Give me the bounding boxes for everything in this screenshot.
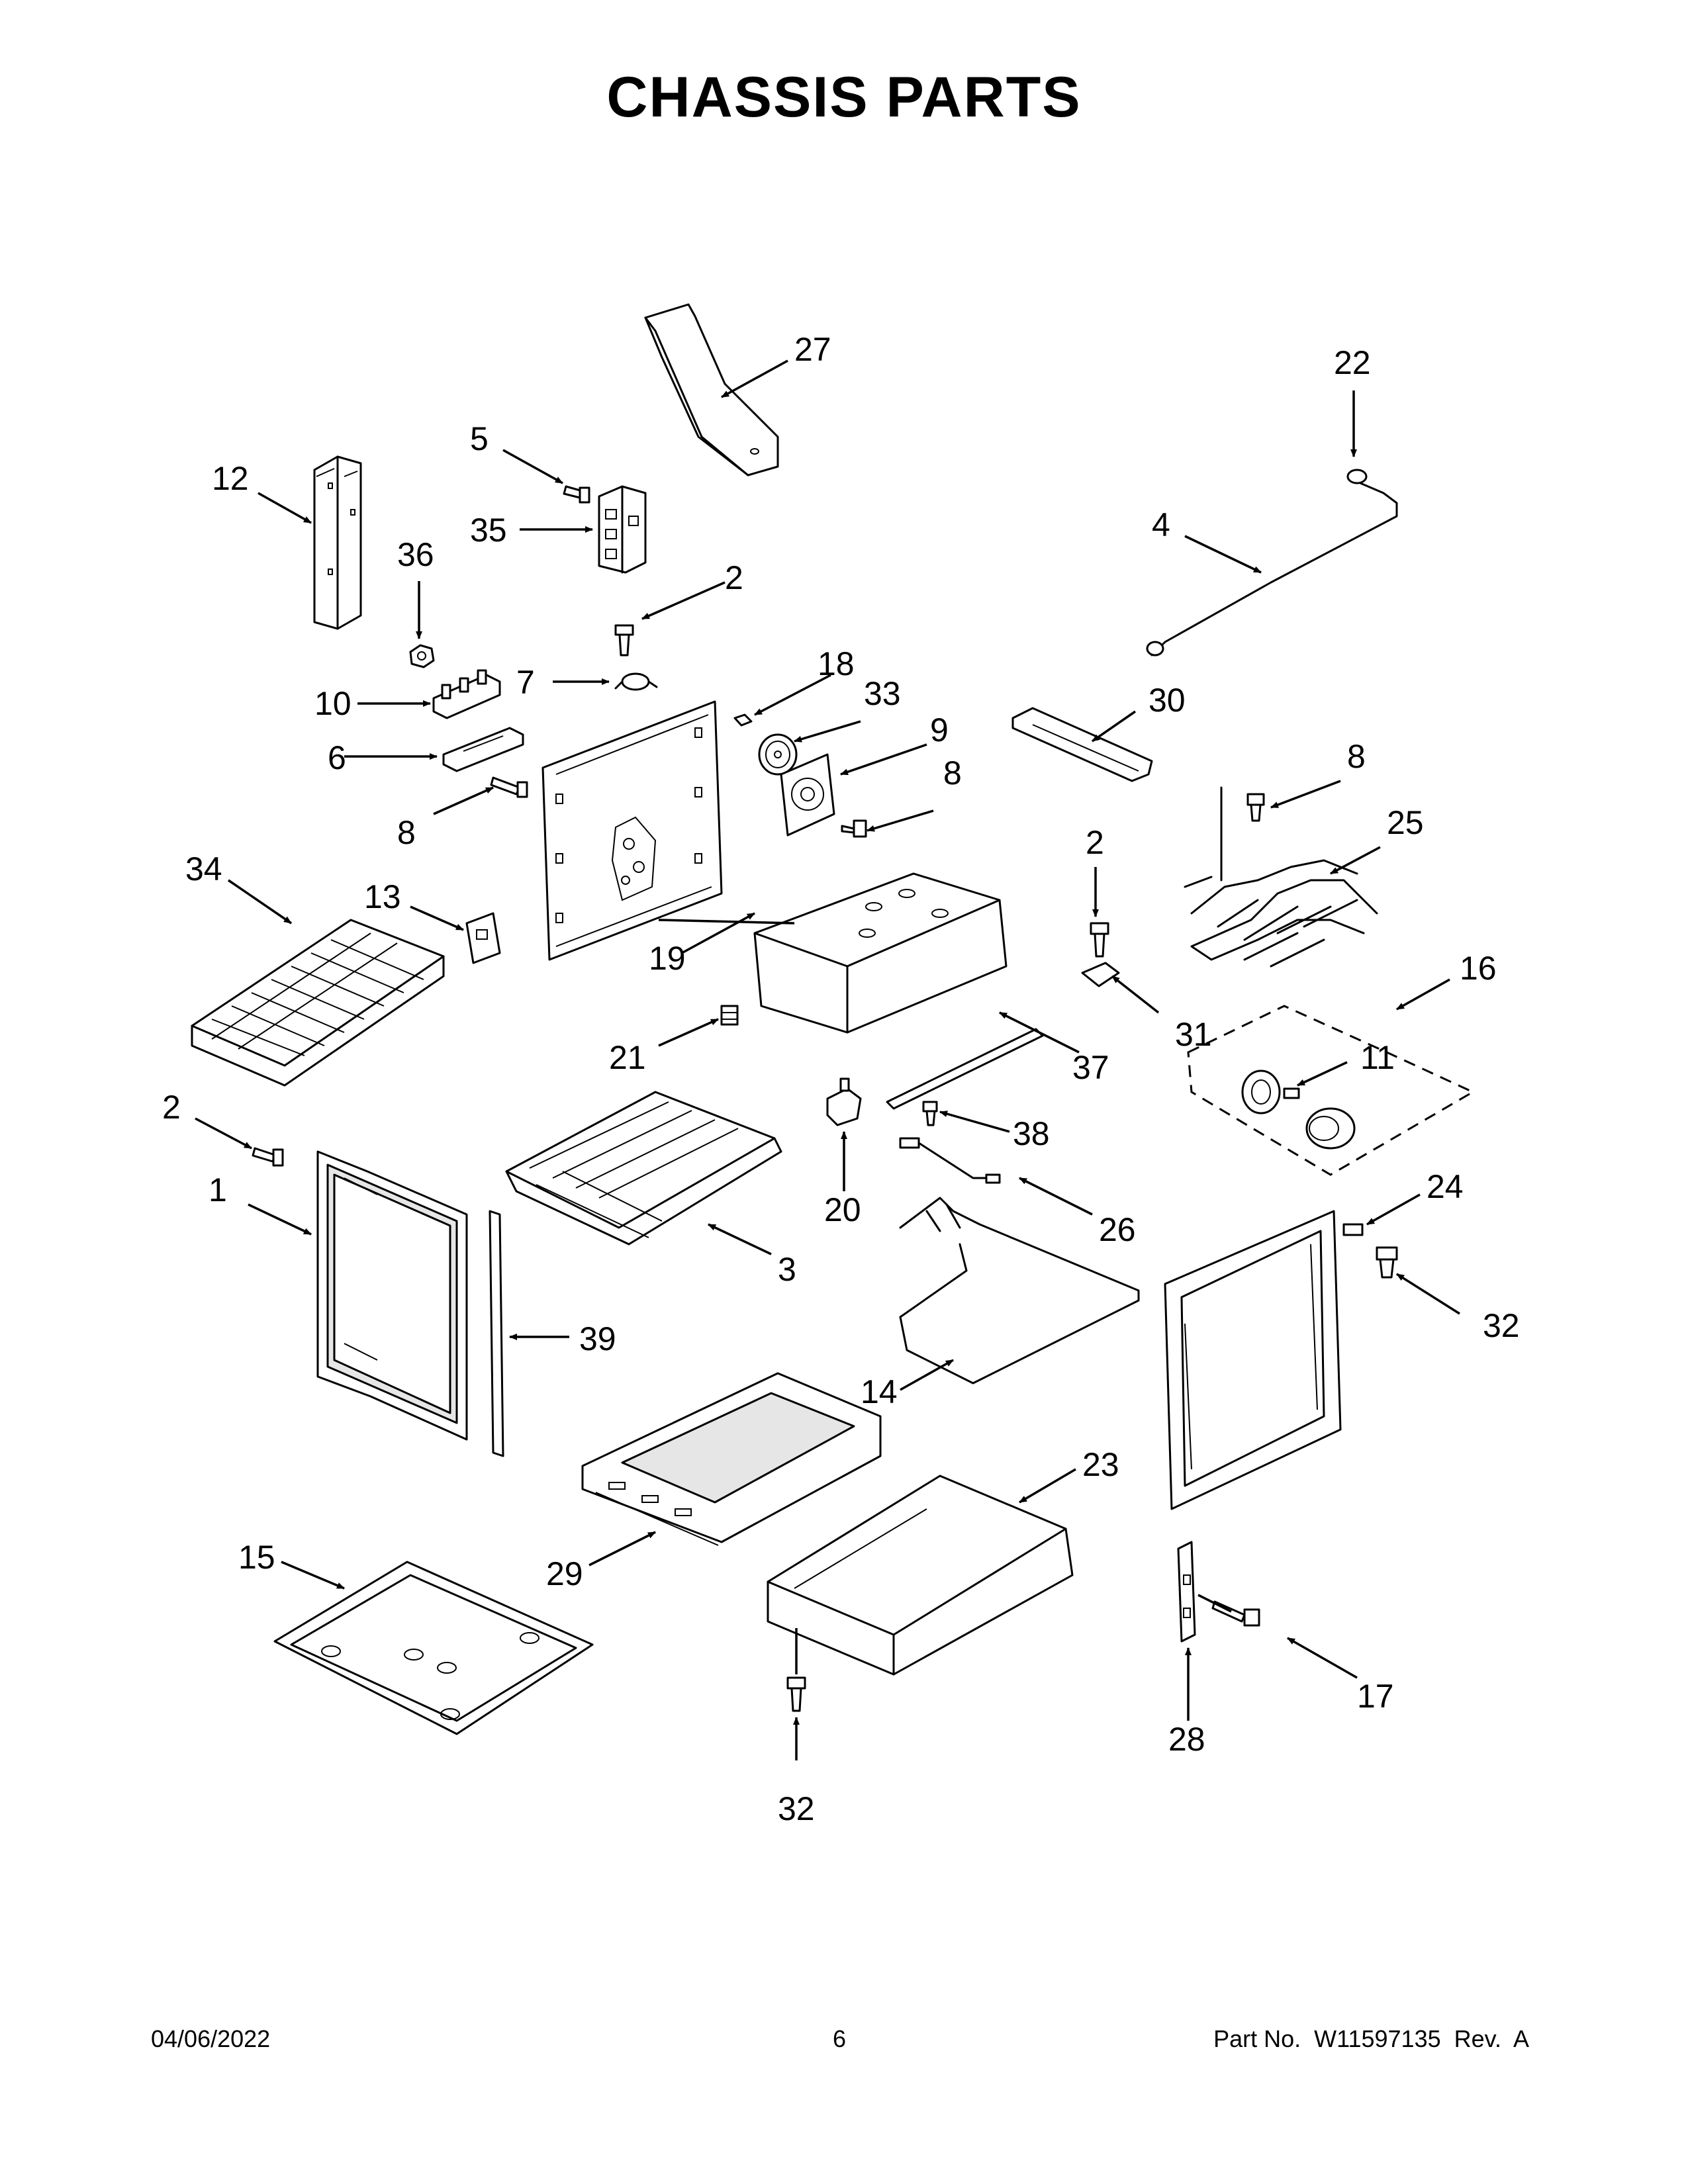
part-10-terminal-block [432, 669, 501, 719]
callout-35: 35 [470, 512, 507, 549]
part-5-screw [563, 485, 590, 504]
callout-15: 15 [238, 1539, 275, 1576]
part-28-hinge [1177, 1541, 1196, 1643]
part-12-channel [313, 455, 362, 630]
part-14-broil-element [899, 1197, 1140, 1385]
callout-7: 7 [516, 664, 535, 701]
callout-6: 6 [328, 739, 346, 776]
callout-28: 28 [1168, 1721, 1205, 1758]
page-title: CHASSIS PARTS [606, 66, 1082, 129]
callout-2-left: 2 [162, 1089, 181, 1126]
callout-23: 23 [1082, 1446, 1119, 1483]
callout-18: 18 [818, 645, 855, 682]
callout-3: 3 [778, 1251, 796, 1288]
part-15-bottom-tray [273, 1561, 594, 1735]
part-38-screw [922, 1101, 938, 1126]
callout-30: 30 [1149, 682, 1186, 719]
part-8-screw-right [1246, 793, 1265, 822]
callout-27: 27 [794, 331, 831, 368]
callout-19: 19 [649, 940, 686, 977]
part-front-frame [1164, 1210, 1342, 1510]
callout-5: 5 [470, 420, 489, 457]
part-2-screw-right [1090, 922, 1109, 958]
callout-4: 4 [1152, 506, 1170, 543]
callout-26: 26 [1099, 1211, 1136, 1248]
callout-22: 22 [1334, 344, 1371, 381]
part-oven-cavity [753, 872, 1008, 1034]
part-11-knobs [1241, 1069, 1356, 1150]
callout-8-middle: 8 [943, 754, 962, 792]
callout-13: 13 [364, 878, 401, 915]
part-2-screw-left [252, 1147, 284, 1167]
callout-32-right: 32 [1483, 1307, 1520, 1344]
part-25-element [1184, 786, 1378, 968]
leader-lines [195, 359, 1460, 1760]
part-16-kit-outline [1187, 1005, 1476, 1176]
part-39-strip [489, 1210, 504, 1457]
part-6-bracket [442, 727, 524, 772]
callout-34: 34 [185, 850, 222, 887]
callout-11: 11 [1360, 1039, 1395, 1076]
part-1-door-frame [316, 1150, 468, 1441]
part-8-screw-middle [841, 819, 867, 838]
part-37-rail [886, 1028, 1044, 1110]
callout-9: 9 [930, 711, 949, 749]
part-4-cord [1146, 469, 1398, 657]
callout-29: 29 [546, 1555, 583, 1592]
callout-10: 10 [314, 685, 352, 722]
part-13-bracket [465, 912, 501, 964]
part-33-fan-cover [758, 733, 798, 776]
part-26-sensor [899, 1137, 1001, 1184]
part-32-screw-bottom [786, 1676, 806, 1712]
callout-1: 1 [209, 1171, 227, 1208]
part-36-nut [409, 644, 435, 668]
callout-12: 12 [212, 460, 249, 497]
callout-20: 20 [824, 1191, 861, 1228]
callout-2-upper: 2 [725, 559, 743, 596]
callout-32-bottom: 32 [778, 1790, 815, 1827]
part-30-bar [1011, 707, 1153, 782]
part-18-stud [733, 713, 753, 727]
part-2-screw-upper [614, 624, 634, 657]
part-9-fan-bracket [780, 753, 835, 837]
part-7-clamp [614, 672, 658, 691]
part-3-rack [505, 1091, 782, 1246]
part-8-screw-left [490, 776, 528, 798]
part-32-screw-right [1376, 1246, 1398, 1279]
callout-31: 31 [1175, 1016, 1212, 1053]
footer-date: 04/06/2022 [151, 2025, 271, 2052]
callout-24: 24 [1427, 1168, 1464, 1205]
footer-page-number: 6 [833, 2025, 847, 2052]
callout-labels: 27 22 5 12 4 35 36 2 7 18 33 10 30 9 6 8… [162, 331, 1520, 1827]
callout-25: 25 [1387, 804, 1424, 841]
callout-2-right: 2 [1086, 824, 1104, 861]
callout-16: 16 [1460, 950, 1497, 987]
part-20-switch [826, 1077, 862, 1126]
callout-33: 33 [864, 675, 901, 712]
part-23-drawer [767, 1475, 1074, 1676]
part-35-bracket [598, 485, 647, 574]
part-24-spacer [1342, 1223, 1364, 1236]
part-27-bracket [644, 303, 779, 477]
callout-8-left: 8 [397, 814, 416, 851]
part-34-rack [191, 919, 445, 1087]
callout-17: 17 [1357, 1678, 1394, 1715]
callout-39: 39 [579, 1320, 616, 1357]
callout-8-right: 8 [1347, 738, 1366, 775]
callout-38: 38 [1013, 1115, 1050, 1152]
callout-37: 37 [1072, 1049, 1109, 1086]
part-back-panel [541, 700, 723, 961]
callout-21: 21 [609, 1039, 646, 1076]
part-29-drawer-liner [581, 1372, 882, 1546]
part-31-clip [1081, 962, 1120, 987]
part-21-grommet [720, 1005, 739, 1026]
footer-part-number: Part No. W11597135 Rev. A [1213, 2025, 1529, 2052]
callout-14: 14 [861, 1373, 898, 1410]
callout-36: 36 [397, 536, 434, 573]
